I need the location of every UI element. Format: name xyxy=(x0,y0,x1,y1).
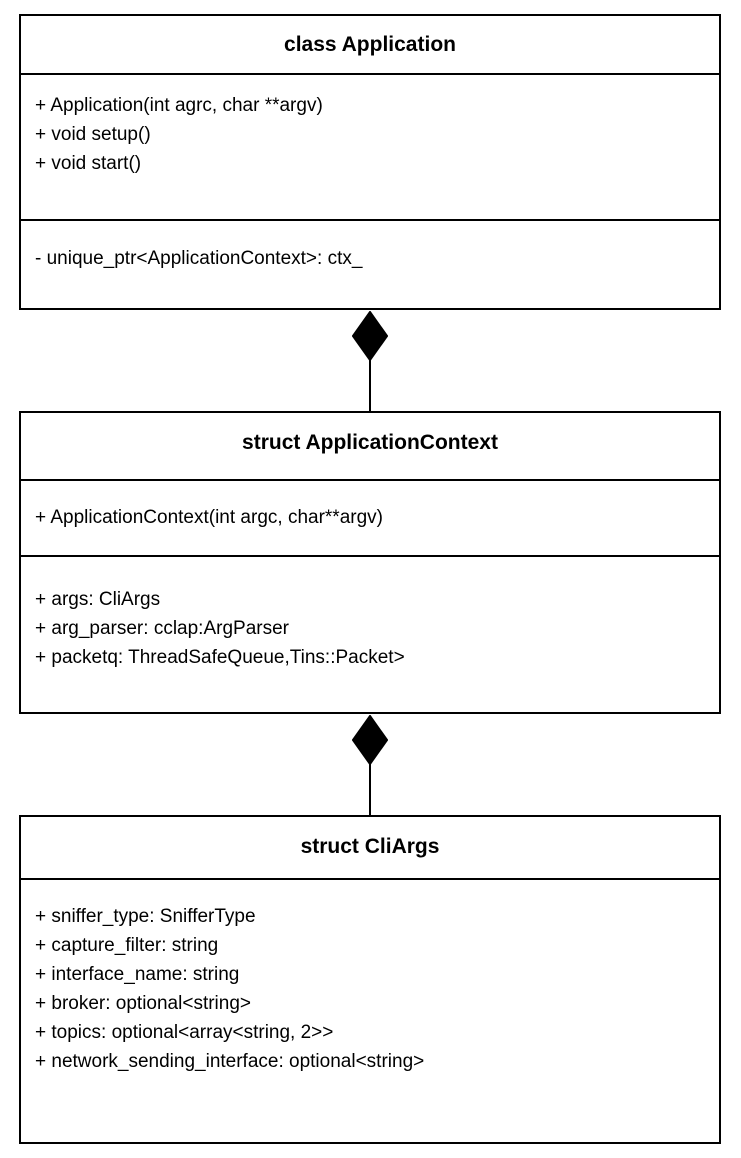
class-box-application-context[interactable]: struct ApplicationContext + ApplicationC… xyxy=(19,411,721,714)
attributes-compartment-application: - unique_ptr<ApplicationContext>: ctx_ xyxy=(21,219,719,308)
class-title-application-context: struct ApplicationContext xyxy=(242,431,498,454)
attribute-line: + capture_filter: string xyxy=(35,935,219,956)
connector-line xyxy=(369,759,371,817)
class-title-application: class Application xyxy=(284,33,456,56)
attribute-line: + topics: optional<array<string, 2>> xyxy=(35,1022,334,1043)
connector-line xyxy=(369,355,371,413)
attribute-line: - unique_ptr<ApplicationContext>: ctx_ xyxy=(35,248,363,269)
class-box-cliargs[interactable]: struct CliArgs + sniffer_type: SnifferTy… xyxy=(19,815,721,1144)
class-title-cliargs: struct CliArgs xyxy=(300,835,440,858)
attribute-line: + packetq: ThreadSafeQueue,Tins::Packet> xyxy=(35,647,405,668)
filled-diamond-icon xyxy=(352,311,388,361)
operations-compartment-application: + Application(int agrc, char **argv) + v… xyxy=(21,73,719,219)
attribute-line: + args: CliArgs xyxy=(35,589,161,610)
operation-line: + void setup() xyxy=(35,124,151,145)
operation-line: + Application(int agrc, char **argv) xyxy=(35,95,323,116)
attribute-line: + broker: optional<string> xyxy=(35,993,251,1014)
attribute-line: + interface_name: string xyxy=(35,964,240,985)
attributes-compartment-cliargs: + sniffer_type: SnifferType + capture_fi… xyxy=(21,878,719,1144)
attribute-line: + sniffer_type: SnifferType xyxy=(35,906,256,927)
operation-line: + void start() xyxy=(35,153,142,174)
attribute-line: + arg_parser: cclap:ArgParser xyxy=(35,618,289,639)
class-box-application[interactable]: class Application + Application(int agrc… xyxy=(19,14,721,310)
attribute-line: + network_sending_interface: optional<st… xyxy=(35,1051,425,1072)
filled-diamond-icon xyxy=(352,715,388,765)
operation-line: + ApplicationContext(int argc, char**arg… xyxy=(35,507,383,528)
attributes-compartment-application-context: + args: CliArgs + arg_parser: cclap:ArgP… xyxy=(21,555,719,714)
operations-compartment-application-context: + ApplicationContext(int argc, char**arg… xyxy=(21,479,719,555)
